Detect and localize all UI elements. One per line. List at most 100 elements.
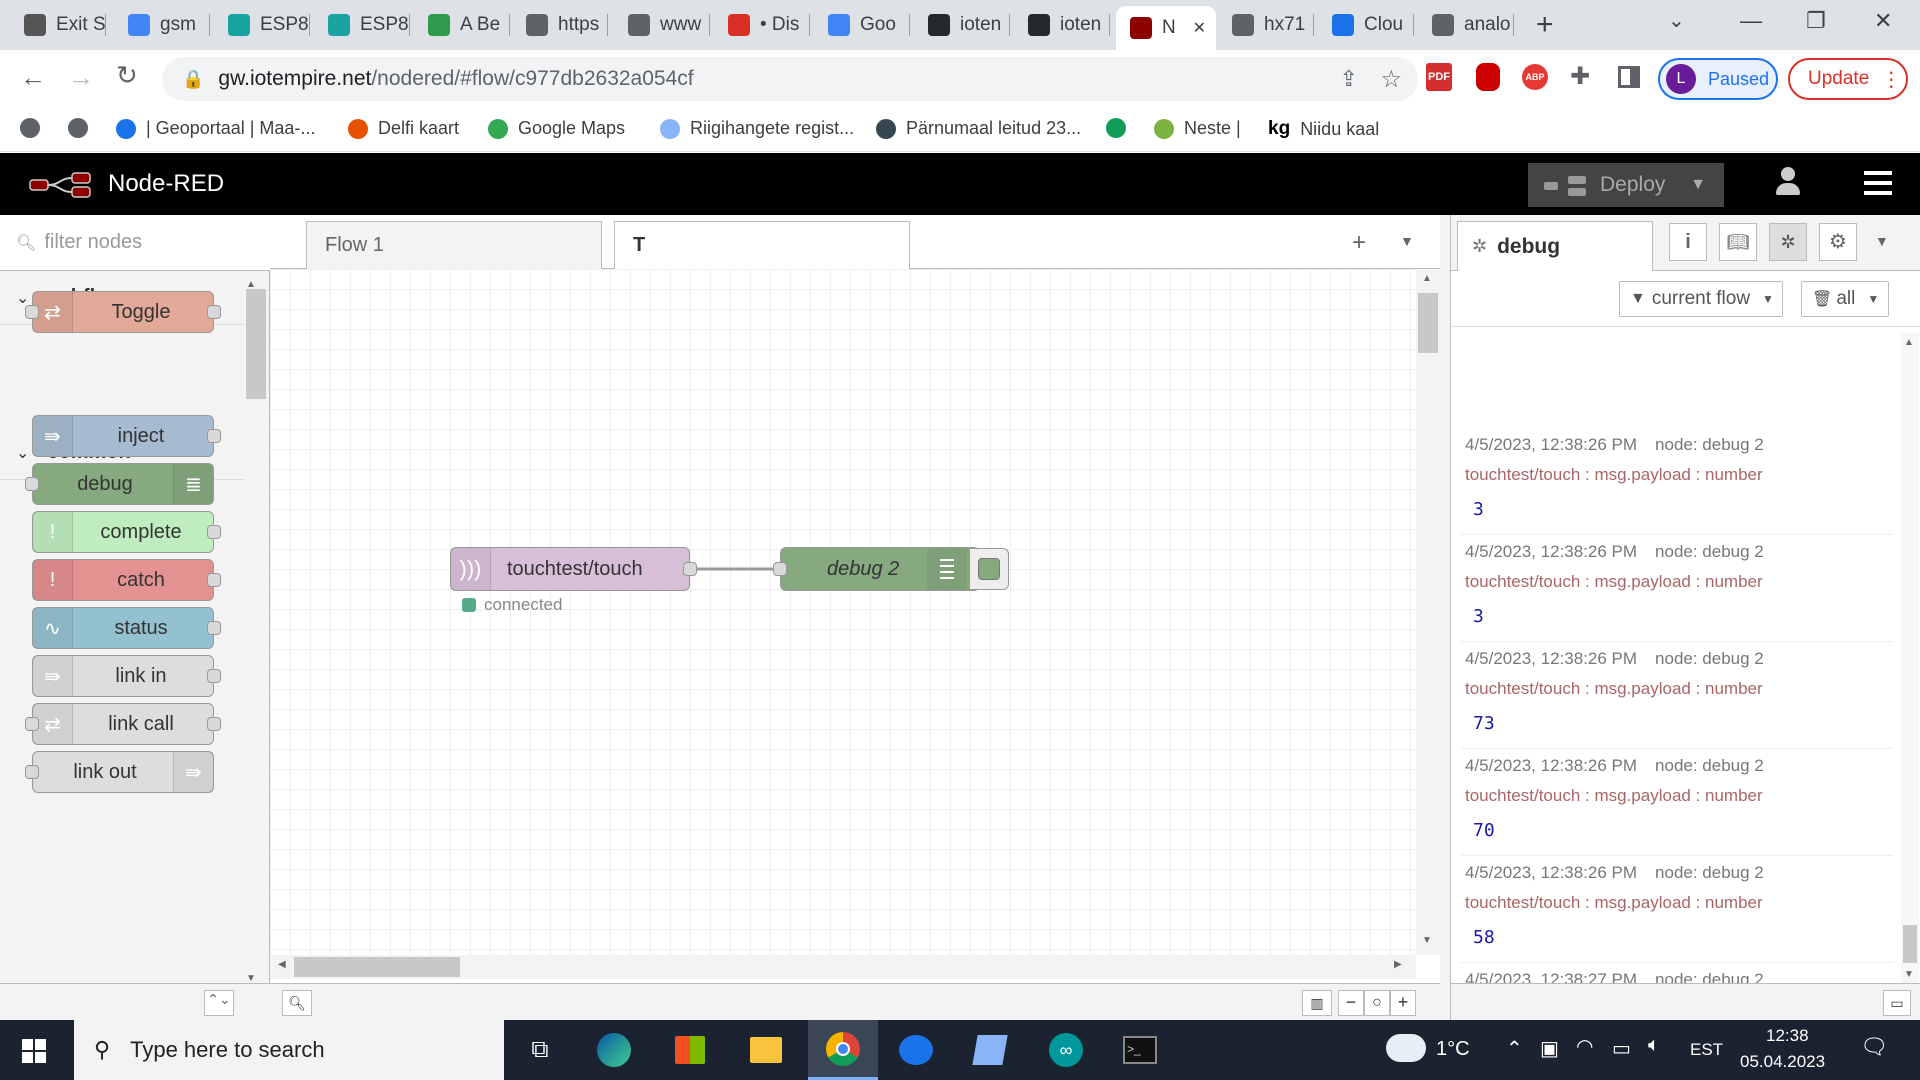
bookmark-item[interactable] [1106, 118, 1136, 138]
clear-dropdown[interactable]: 🗑︎ all ▼ [1801, 281, 1889, 317]
zoom-in-icon[interactable]: + [1390, 990, 1416, 1016]
taskbar-search-box[interactable]: ⚲ Type here to search [74, 1020, 504, 1080]
close-tab-icon[interactable]: ✕ [1192, 20, 1206, 37]
sidebar-menu-caret-icon[interactable]: ▼ [1875, 233, 1889, 249]
more-menu-icon[interactable]: ⋮ [1881, 68, 1902, 91]
flow-list-caret-icon[interactable]: ▼ [1400, 233, 1414, 249]
store-icon[interactable] [672, 1032, 708, 1068]
flow-canvas[interactable]: ))) touchtest/touch connected debug 2 [270, 269, 1416, 955]
reload-icon[interactable]: ↻ [116, 60, 138, 90]
debug-node[interactable]: debug 2 [773, 547, 1009, 591]
canvas-vertical-scrollbar[interactable]: ▲ ▼ [1416, 269, 1440, 955]
browser-tab[interactable]: ioten [1014, 4, 1110, 46]
palette-node-catch[interactable]: !catch [32, 559, 221, 601]
bookmark-item[interactable] [20, 118, 50, 138]
message-node[interactable]: node: debug 2 [1655, 756, 1764, 775]
browser-tab[interactable]: Exit S [10, 4, 106, 46]
close-window-icon[interactable]: ✕ [1874, 8, 1893, 33]
task-view-icon[interactable]: ⧉ [531, 1036, 549, 1063]
debug-toggle-button[interactable] [969, 548, 1009, 590]
language-indicator[interactable]: EST [1690, 1040, 1724, 1059]
browser-tab[interactable]: hx71 [1218, 4, 1314, 46]
palette-node-inject[interactable]: ⇛inject [32, 415, 221, 457]
bookmark-item[interactable]: Delfi kaart [348, 118, 459, 139]
bookmark-star-icon[interactable]: ☆ [1380, 65, 1402, 93]
browser-tab[interactable]: analo [1418, 4, 1514, 46]
bookmark-item[interactable]: Google Maps [488, 118, 625, 139]
message-value[interactable]: 3 [1473, 499, 1484, 520]
sidebar-tab-debug[interactable]: ✲ debug [1457, 221, 1653, 271]
navigator-icon[interactable]: ▥ [1302, 990, 1332, 1016]
chrome-icon[interactable] [808, 1020, 878, 1080]
deploy-button[interactable]: Deploy ▼ [1528, 163, 1724, 207]
bookmark-item[interactable]: | Geoportaal | Maa-... [116, 118, 315, 139]
volume-icon[interactable]: 🔈︎ [1648, 1034, 1660, 1056]
debug-tab-icon[interactable]: ✲ [1769, 223, 1807, 261]
notes-app-icon[interactable] [972, 1032, 1008, 1068]
address-bar[interactable]: 🔒 gw.iotempire.net/nodered/#flow/c977db2… [162, 57, 1418, 101]
forward-icon[interactable]: → [68, 62, 94, 92]
palette-scrollbar[interactable]: ▲ ▼ [246, 271, 266, 991]
browser-tab[interactable]: gsm [114, 4, 210, 46]
output-port[interactable] [683, 562, 697, 576]
extensions-puzzle-icon[interactable]: ✚ [1570, 63, 1591, 90]
windows-start-icon[interactable] [22, 1039, 46, 1063]
palette-node-complete[interactable]: !complete [32, 511, 221, 553]
add-flow-icon[interactable]: + [1352, 229, 1367, 256]
bookmark-item[interactable]: Pärnumaal leitud 23... [876, 118, 1081, 139]
palette-node-link-out[interactable]: ⇛link out [25, 751, 214, 793]
user-icon[interactable] [1776, 167, 1800, 197]
message-value[interactable]: 70 [1473, 820, 1495, 841]
palette-node-status[interactable]: ∿status [32, 607, 221, 649]
browser-tab[interactable]: ESP8 [314, 4, 410, 46]
message-value[interactable]: 3 [1473, 606, 1484, 627]
clock-date[interactable]: 05.04.2023 [1740, 1052, 1826, 1071]
browser-tab[interactable]: ESP8 [214, 4, 310, 46]
share-icon[interactable]: ⇪ [1339, 66, 1358, 91]
pdf-extension-icon[interactable]: PDF [1426, 63, 1452, 91]
palette-node-link-call[interactable]: ⇄link call [25, 703, 221, 745]
message-value[interactable]: 73 [1473, 713, 1495, 734]
browser-tab[interactable]: • Dis [714, 4, 810, 46]
message-node[interactable]: node: debug 2 [1655, 435, 1764, 454]
zoom-reset-icon[interactable]: ○ [1364, 990, 1390, 1016]
palette-node-debug[interactable]: ≣debug [25, 463, 214, 505]
bookmark-item[interactable]: Riigihangete regist... [660, 118, 854, 139]
terminal-icon[interactable]: >_ [1122, 1032, 1158, 1068]
tray-chevron-icon[interactable]: ⌃ [1506, 1038, 1523, 1060]
update-button[interactable]: Update ⋮ [1788, 58, 1908, 100]
back-icon[interactable]: ← [20, 62, 46, 92]
minimize-icon[interactable]: — [1740, 8, 1762, 33]
notifications-icon[interactable]: 🗨︎ [1860, 1034, 1888, 1059]
palette-node-toggle[interactable]: ⇄Toggle [25, 291, 221, 333]
wire[interactable] [270, 269, 1416, 955]
main-menu-icon[interactable] [1864, 171, 1892, 195]
browser-tab[interactable]: Goo [814, 4, 910, 46]
side-panel-icon[interactable] [1618, 66, 1640, 88]
filter-nodes-input[interactable]: 🔍︎ filter nodes [0, 215, 270, 271]
canvas-horizontal-scrollbar[interactable]: ◀ ▶ [270, 955, 1416, 979]
help-book-icon[interactable]: 📖︎ [1719, 223, 1757, 261]
arduino-icon[interactable]: ∞ [1048, 1032, 1084, 1068]
filter-dropdown[interactable]: ▼ current flow ▼ [1619, 281, 1783, 317]
edge-icon[interactable] [596, 1032, 632, 1068]
file-explorer-icon[interactable] [748, 1032, 784, 1068]
tab-search-icon[interactable]: ⌄ [1668, 10, 1685, 32]
profile-chip[interactable]: L Paused [1658, 58, 1778, 100]
tab-flow-1[interactable]: Flow 1 [306, 221, 602, 269]
open-window-icon[interactable]: ▭ [1883, 990, 1911, 1016]
mqtt-in-node[interactable]: ))) touchtest/touch [450, 547, 697, 591]
input-port[interactable] [773, 562, 787, 576]
weather-cloud-icon[interactable] [1386, 1034, 1426, 1062]
zoom-out-icon[interactable]: − [1338, 990, 1364, 1016]
config-gear-icon[interactable]: ⚙ [1819, 223, 1857, 261]
deploy-menu-caret-icon[interactable]: ▼ [1690, 176, 1706, 193]
browser-tab[interactable]: https [512, 4, 608, 46]
browser-tab[interactable]: A Be [414, 4, 510, 46]
